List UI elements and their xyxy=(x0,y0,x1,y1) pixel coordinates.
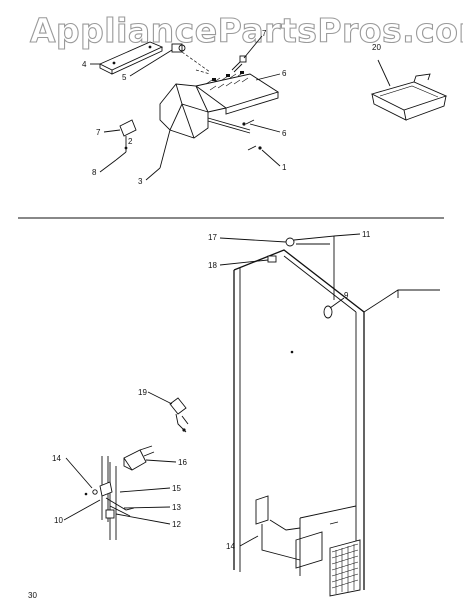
callout-1: 1 xyxy=(282,163,287,172)
upper-leader-lines xyxy=(90,35,281,181)
callout-6b: 6 xyxy=(282,129,287,138)
callout-11: 11 xyxy=(362,230,371,239)
callout-9: 9 xyxy=(344,291,349,300)
part-4-bracket xyxy=(98,41,164,75)
callout-8: 8 xyxy=(92,168,97,177)
watermark-text: AppliancePartsPros.com xyxy=(30,11,463,50)
callout-3: 3 xyxy=(138,177,143,186)
page-number: 30 xyxy=(28,591,37,600)
callout-19: 19 xyxy=(138,388,147,397)
callout-15: 15 xyxy=(172,484,181,493)
dispenser-parts xyxy=(63,391,189,540)
callout-14b: 14 xyxy=(226,542,235,551)
callout-12: 12 xyxy=(172,520,181,529)
callout-7: 7 xyxy=(96,128,101,137)
callout-17: 17 xyxy=(208,233,217,242)
callout-4: 4 xyxy=(82,60,87,69)
callout-16: 16 xyxy=(178,458,187,467)
callout-10: 10 xyxy=(54,516,63,525)
part-7-screw-top xyxy=(231,55,247,73)
callout-14a: 14 xyxy=(52,454,61,463)
part-7-clip xyxy=(119,119,137,152)
callout-5: 5 xyxy=(122,73,127,82)
callout-6a: 6 xyxy=(282,69,287,78)
callout-7-top: 7 xyxy=(262,29,267,38)
callout-2: 2 xyxy=(128,137,133,146)
part-20-ice-bucket xyxy=(370,59,448,121)
ice-maker-assembly xyxy=(90,35,448,181)
callout-18: 18 xyxy=(208,261,217,270)
cabinet-door-assembly xyxy=(219,233,440,597)
part-5-fitting xyxy=(171,43,211,73)
callout-labels: 4 5 7 6 6 1 2 7 8 3 20 17 11 18 9 19 14 … xyxy=(28,29,381,600)
part-3-ice-maker-body xyxy=(159,69,280,151)
callout-20: 20 xyxy=(372,43,381,52)
callout-13: 13 xyxy=(172,503,181,512)
